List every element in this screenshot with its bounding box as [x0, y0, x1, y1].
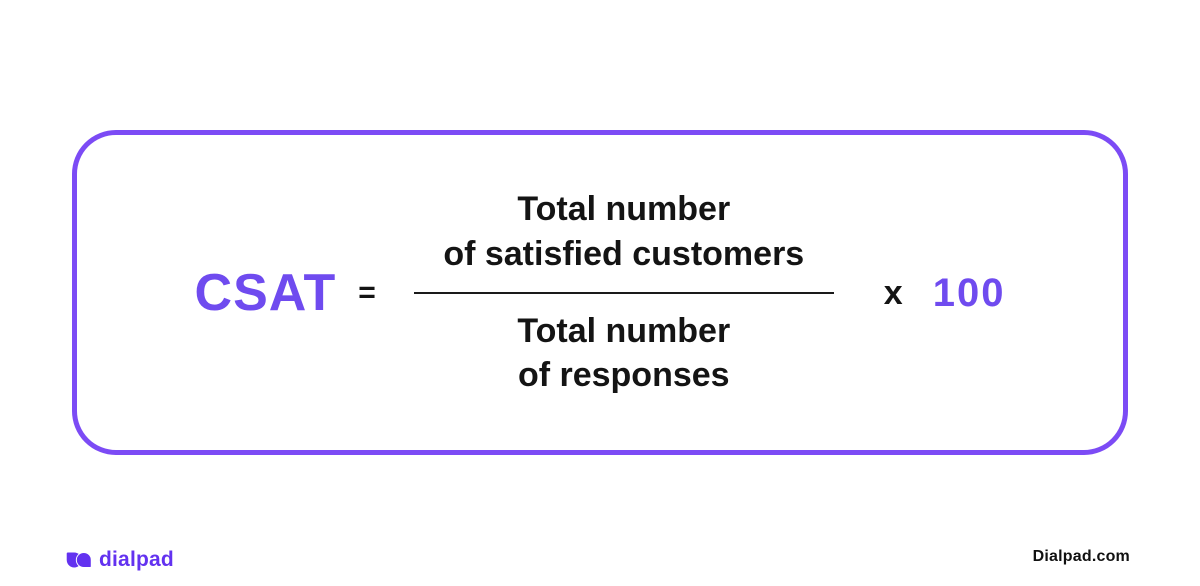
formula-box: CSAT = Total number of satisfied custome… — [72, 130, 1128, 455]
fraction-bar — [413, 291, 834, 294]
website-label: Dialpad.com — [1032, 548, 1130, 565]
formula-row: CSAT = Total number of satisfied custome… — [195, 187, 1006, 399]
denominator: Total number of responses — [517, 309, 730, 399]
denominator-line-2: of responses — [517, 356, 730, 395]
numerator-line-1: Total number — [517, 189, 731, 228]
denominator-line-1: Total number — [517, 311, 731, 350]
numerator-line-2: of satisfied customers — [443, 234, 805, 273]
multiply-sign: x — [883, 273, 903, 312]
multiplier-value: 100 — [932, 270, 1006, 315]
fraction: Total number of satisfied customers Tota… — [413, 187, 834, 399]
dialpad-logo: dialpad — [66, 549, 174, 570]
dialpad-logo-text: dialpad — [99, 548, 174, 571]
numerator: Total number of satisfied customers — [443, 187, 804, 277]
csat-label: CSAT — [194, 263, 337, 322]
dialpad-logo-icon — [66, 551, 92, 568]
equals-sign: = — [358, 275, 376, 309]
